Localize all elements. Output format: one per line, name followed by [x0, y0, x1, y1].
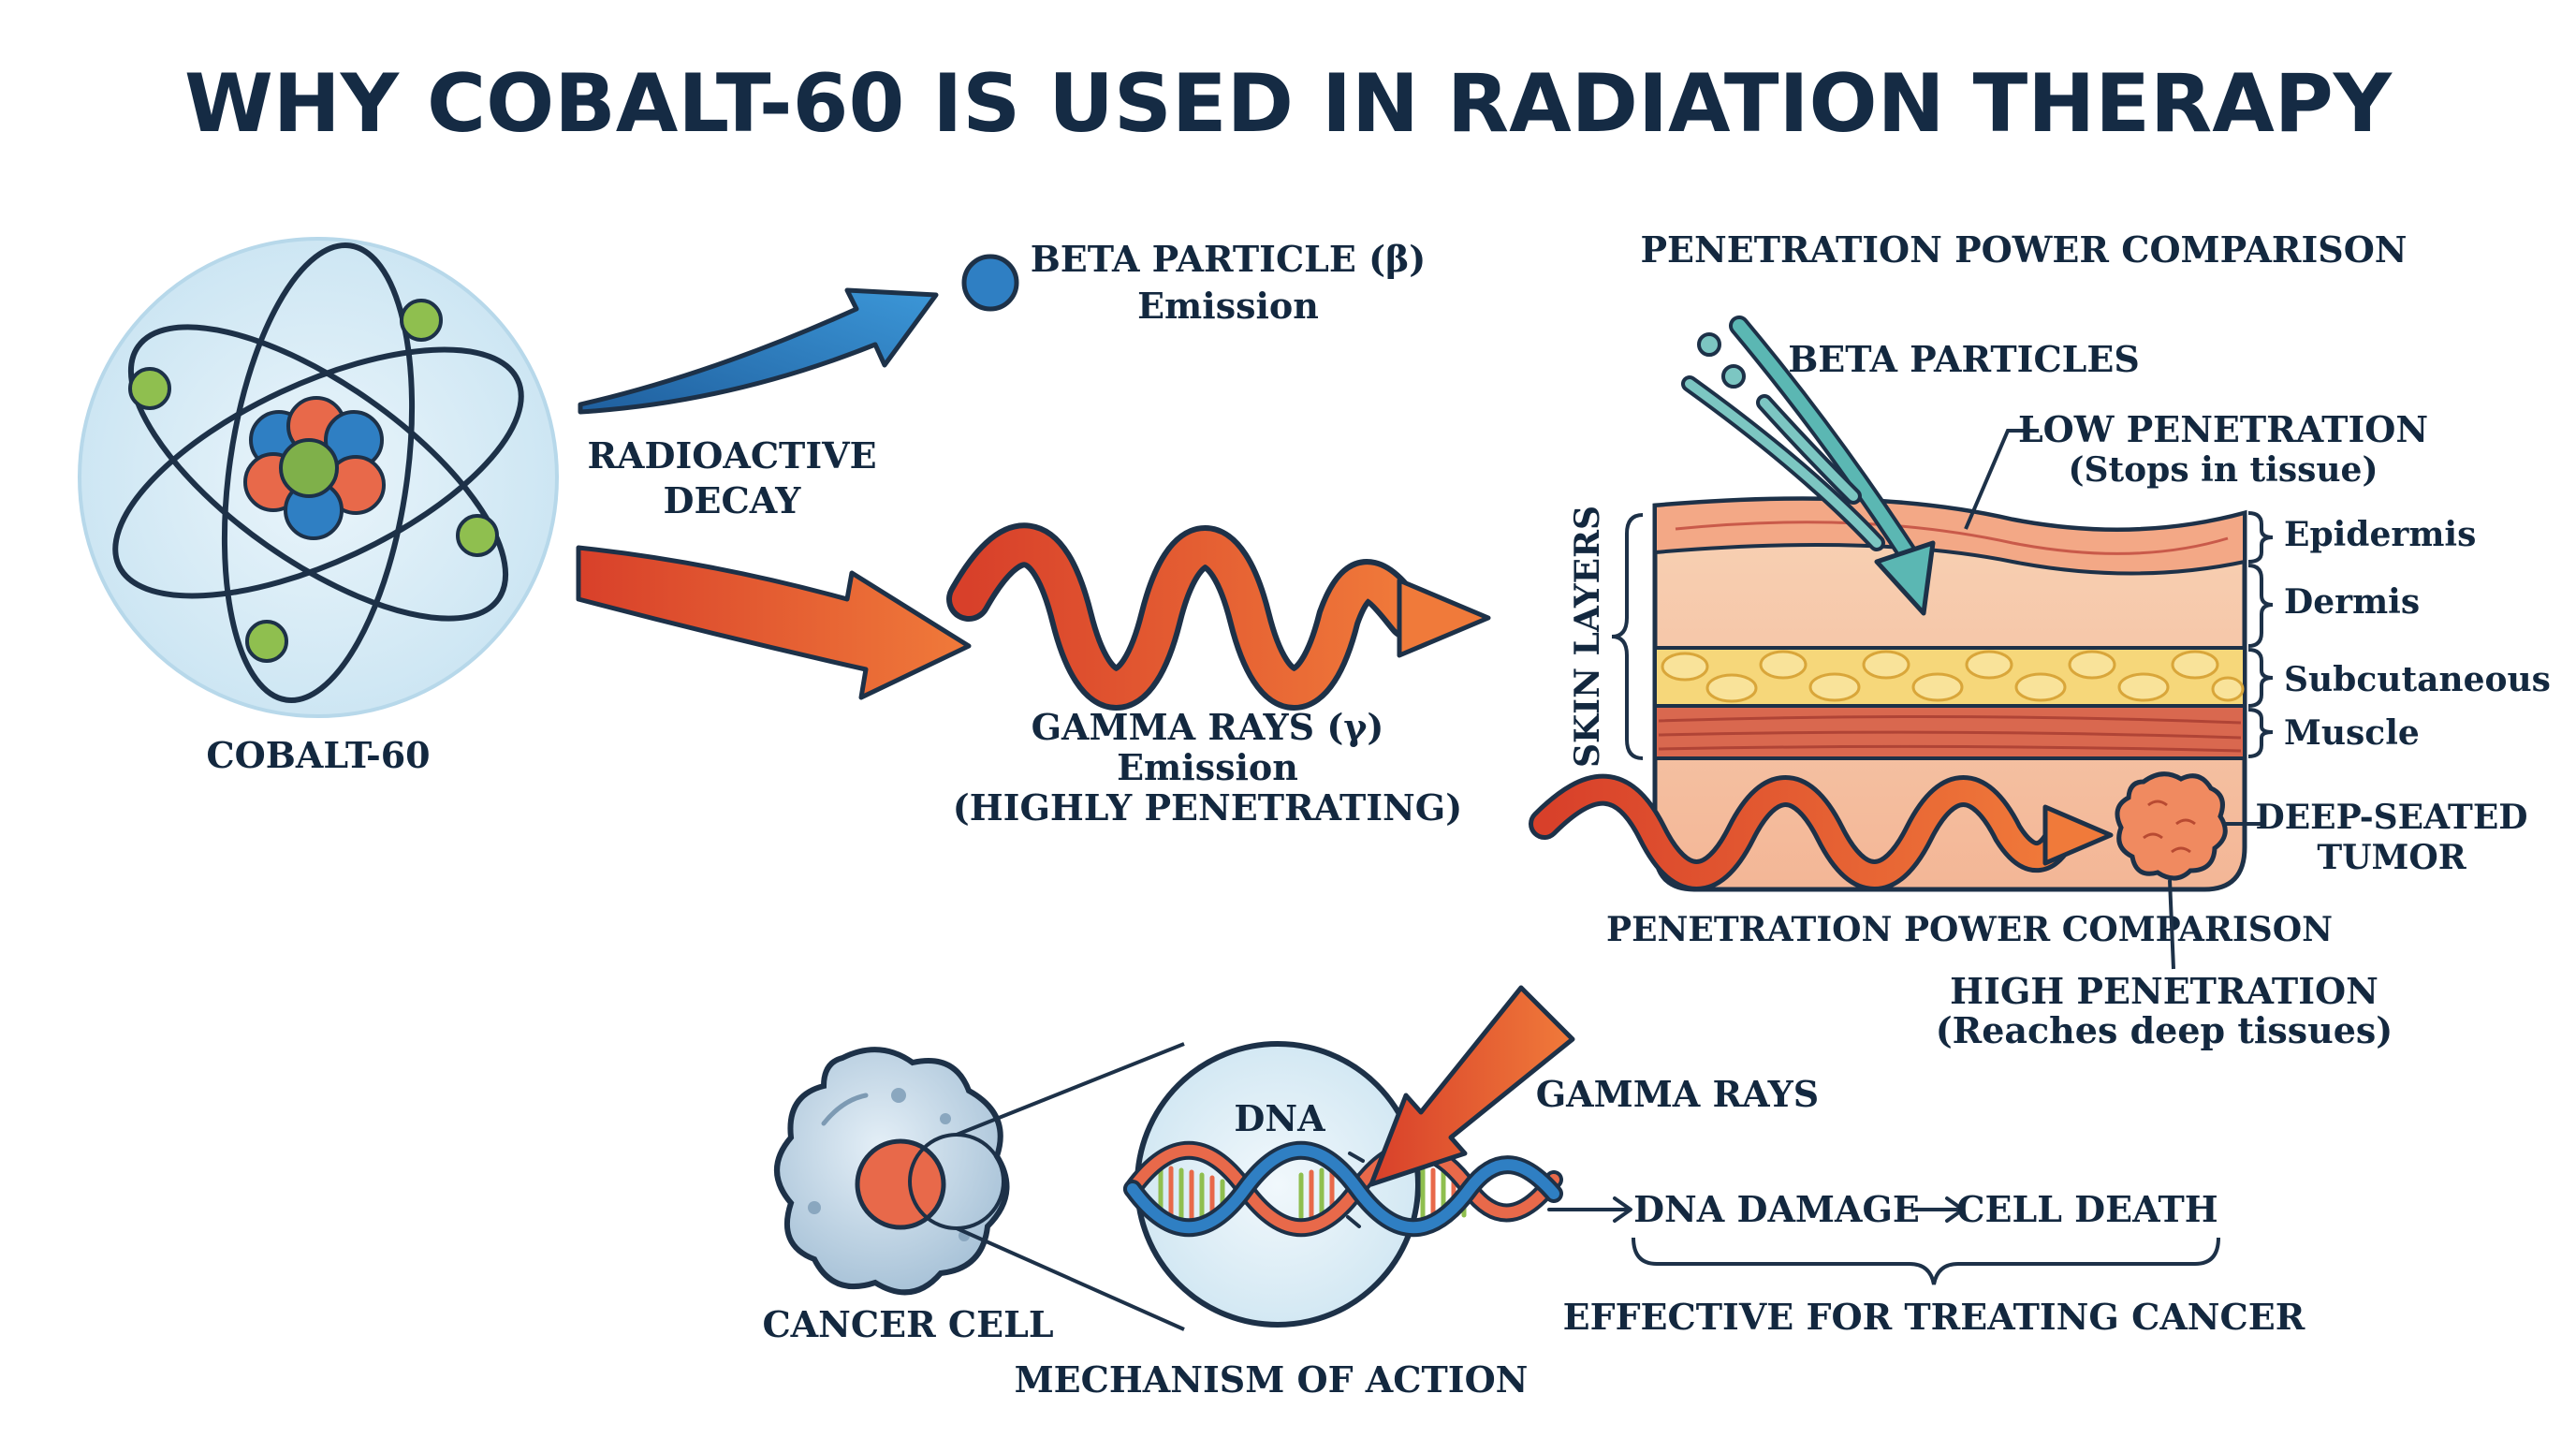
zoom-lines — [956, 1042, 1185, 1331]
cobalt-atom: COBALT-60 — [78, 237, 559, 776]
gamma-wave — [946, 522, 1491, 711]
page-title: WHY COBALT-60 IS USED IN RADIATION THERA… — [184, 57, 2393, 151]
gamma-emission-line1: GAMMA RAYS (γ) — [1032, 706, 1384, 748]
skin-layers-brace — [1611, 513, 1644, 760]
beta-emission-arrow — [578, 287, 939, 415]
dna-damage-label: DNA DAMAGE — [1633, 1188, 1920, 1230]
high-penetration-leader — [2168, 879, 2175, 970]
layer-muscle: Muscle — [2284, 713, 2420, 753]
low-penetration-line2: (Stops in tissue) — [2069, 450, 2378, 490]
layer-braces — [2247, 511, 2274, 758]
atom-label: COBALT-60 — [206, 734, 430, 776]
gamma-emission-line3: (HIGHLY PENETRATING) — [953, 786, 1462, 829]
layer-dermis: Dermis — [2284, 582, 2420, 622]
tumor — [2115, 771, 2228, 881]
beta-particles-arrows — [1681, 315, 1936, 616]
gamma-strike-arrow — [1368, 985, 1575, 1187]
low-penetration-line1: LOW PENETRATION — [2018, 408, 2428, 450]
effective-label: EFFECTIVE FOR TREATING CANCER — [1563, 1296, 2305, 1338]
skin-layers-label: SKIN LAYERS — [1568, 506, 1607, 768]
cancer-cell — [774, 1047, 1010, 1296]
tumor-line2: TUMOR — [2317, 838, 2466, 877]
mechanism-caption: MECHANISM OF ACTION — [1015, 1358, 1529, 1401]
penetration-heading: PENETRATION POWER COMPARISON — [1640, 228, 2407, 271]
beta-emission-line2: Emission — [1137, 285, 1319, 327]
dna-label: DNA — [1234, 1097, 1325, 1139]
penetration-caption: PENETRATION POWER COMPARISON — [1606, 910, 2333, 949]
dna-helix — [1123, 1140, 1563, 1238]
decay-label-line1: RADIOACTIVE — [587, 434, 876, 477]
beta-particles-label: BETA PARTICLES — [1788, 338, 2140, 380]
beta-emission-line1: BETA PARTICLE (β) — [1031, 238, 1427, 280]
layer-epidermis: Epidermis — [2284, 515, 2476, 554]
gamma-tissue-wave — [1529, 773, 2114, 891]
layer-subcutaneous: Subcutaneous — [2284, 660, 2551, 699]
high-penetration-line2: (Reaches deep tissues) — [1936, 1009, 2393, 1051]
effect-brace — [1632, 1237, 2220, 1285]
tumor-line1: DEEP-SEATED — [2256, 798, 2528, 837]
cancer-cell-label: CANCER CELL — [762, 1303, 1053, 1345]
beta-particle — [961, 254, 1019, 312]
gamma-rays-label: GAMMA RAYS — [1536, 1073, 1820, 1115]
high-penetration-line1: HIGH PENETRATION — [1950, 970, 2378, 1012]
low-penetration-leader — [1964, 429, 2039, 530]
gamma-emission-line2: Emission — [1117, 746, 1298, 788]
gamma-emission-arrow — [576, 545, 972, 700]
cell-death-label: CELL DEATH — [1956, 1188, 2217, 1230]
nucleus — [243, 396, 386, 540]
electrons — [128, 299, 499, 663]
decay-label-line2: DECAY — [664, 479, 802, 521]
flow-arrows — [1547, 1196, 1965, 1223]
